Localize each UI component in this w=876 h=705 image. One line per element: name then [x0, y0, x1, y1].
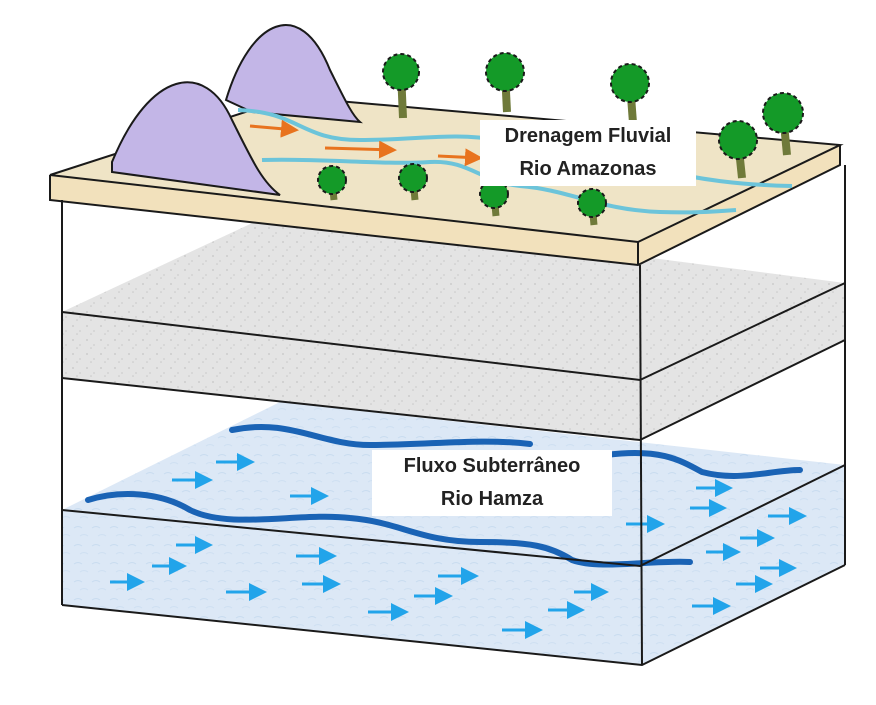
underground-river [85, 423, 803, 568]
rock-layer [62, 210, 845, 440]
underground-river-label-line2: Rio Hamza [372, 483, 612, 516]
flow-arrow-icon [249, 119, 483, 167]
underground-river-label-line1: Fluxo Subterrâneo [372, 450, 612, 483]
underground-river-label: Fluxo Subterrâneo Rio Hamza [372, 450, 612, 516]
surface-river-label: Drenagem Fluvial Rio Amazonas [480, 120, 696, 186]
surface-river-label-line1: Drenagem Fluvial [480, 120, 696, 153]
tree-icon [317, 52, 804, 226]
mountain-icon [111, 24, 363, 196]
flow-arrow-icon [110, 453, 807, 639]
surface-river-label-line2: Rio Amazonas [480, 153, 696, 186]
block-outline [61, 165, 846, 667]
